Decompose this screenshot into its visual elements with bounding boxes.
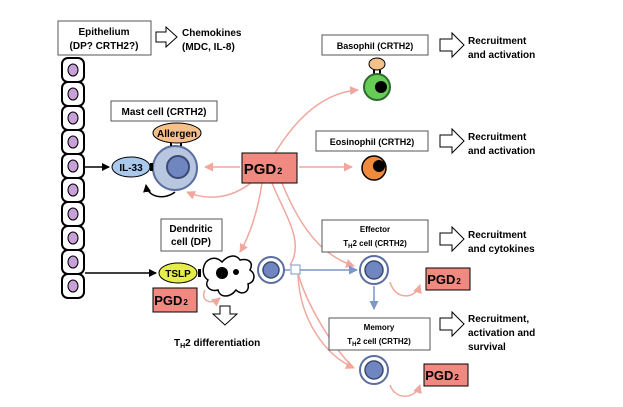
effector-outcome-arrow (439, 225, 465, 253)
memory-pgd2-label: PGD (425, 368, 453, 383)
epithelial-cell (61, 177, 85, 203)
basophil-label: Basophil (CRTH2) (337, 41, 414, 51)
memory-outcome-detail-2: survival (468, 342, 506, 353)
dendritic-pgd2-label: PGD (154, 293, 182, 308)
mast-cell-label-box: Mast cell (CRTH2) (110, 100, 218, 122)
memory-outcome-arrow (439, 310, 465, 338)
memory-th2-label-box: Memory TH2 cell (CRTH2) (328, 317, 431, 351)
th2-differentiation-arrow (211, 305, 239, 326)
effector-th2-cell (359, 255, 389, 285)
pgd2-to-effector-arrow (281, 182, 355, 268)
memory-outcome-detail: activation and (468, 328, 535, 339)
memory-th2-label: TH2 cell (CRTH2) (347, 337, 411, 348)
dendritic-autocrine-arrow (203, 289, 221, 307)
il33-activation-arrow (143, 184, 176, 198)
eosinophil-outcome-detail: and activation (468, 146, 535, 157)
epithelial-cell-column (61, 57, 85, 299)
eosinophil-outcome-arrow (439, 127, 465, 155)
pgd2-branch-arrow (271, 182, 296, 266)
dendritic-cell-receptor-label: cell (DP) (171, 237, 211, 248)
tslp: TSLP (158, 262, 201, 284)
pgd2-to-dendritic-cell-arrow (239, 182, 263, 253)
svg-text:PGD2: PGD2 (427, 272, 461, 287)
basophil-outcome-label: Recruitment (468, 36, 527, 47)
dendritic-cell (202, 255, 255, 297)
effector-th2-label-box: Effector TH2 cell (CRTH2) (321, 219, 429, 253)
pgd2-to-memory-arrow (297, 274, 355, 369)
epithelial-cell (61, 81, 85, 107)
epithelial-cell (61, 201, 85, 227)
pgd2-to-mast-cell-arrow (186, 181, 253, 200)
th2-differentiation-label: TH2 differentiation (174, 338, 260, 350)
dendritic-pgd2-box: PGD2 (152, 287, 198, 313)
memory-pgd2-box: PGD2 (423, 363, 469, 387)
pgd2-main-label: PGD (244, 161, 277, 178)
basophil (363, 57, 391, 101)
effector-outcome-detail: and cytokines (468, 244, 535, 255)
effector-th2-label: TH2 cell (CRTH2) (343, 239, 407, 250)
epithelium-receptors-label: (DP? CRTH2?) (70, 41, 139, 52)
il33: IL-33 (111, 156, 153, 178)
chemokine-output-arrow (155, 25, 178, 49)
epithelial-cell (61, 57, 85, 83)
epithelial-cell (61, 225, 85, 251)
basophil-outcome-arrow (439, 31, 465, 59)
epithelial-cell (61, 249, 85, 275)
pgd2-to-basophil-arrow (271, 86, 359, 159)
epithelium-label: Epithelium (78, 27, 129, 38)
differentiation-checkpoint (290, 264, 301, 275)
epithelial-cell (61, 129, 85, 155)
mast-cell-label: Mast cell (CRTH2) (121, 107, 206, 118)
allergen: Allergen (152, 122, 202, 144)
basophil-outcome-detail: and activation (468, 50, 535, 61)
chemokines-label: Chemokines (182, 28, 242, 39)
mast-cell (152, 140, 198, 191)
effector-pgd2-label: PGD (427, 272, 455, 287)
pgd2-main-box: PGD2 (241, 152, 298, 184)
eosinophil-outcome-label: Recruitment (468, 132, 527, 143)
eosinophil-label: Eosinophil (CRTH2) (330, 137, 415, 147)
basophil-label-box: Basophil (CRTH2) (321, 34, 429, 56)
eosinophil (361, 155, 387, 181)
tslp-label: TSLP (165, 269, 191, 280)
svg-text:PGD2: PGD2 (425, 368, 459, 383)
memory-autocrine-arrow (389, 384, 422, 397)
chemokines-detail-label: (MDC, IL-8) (182, 42, 235, 53)
svg-text:PGD2: PGD2 (244, 161, 283, 178)
eosinophil-label-box: Eosinophil (CRTH2) (315, 130, 429, 152)
memory-outcome-label: Recruitment, (468, 314, 529, 325)
effector-label: Effector (360, 225, 390, 234)
pgd2-signal-arrows (186, 86, 422, 397)
naive-t-cell (257, 256, 285, 284)
effector-autocrine-arrow (389, 281, 422, 297)
epithelial-cell (61, 153, 85, 179)
allergen-label: Allergen (157, 129, 197, 140)
memory-label: Memory (364, 323, 395, 332)
svg-text:PGD2: PGD2 (154, 293, 188, 308)
effector-outcome-label: Recruitment (468, 230, 527, 241)
epithelium-label-box: Epithelium (DP? CRTH2?) (57, 20, 152, 56)
epithelial-cell (61, 105, 85, 131)
dendritic-cell-label: Dendritic (169, 224, 213, 235)
il33-label: IL-33 (119, 163, 143, 174)
epithelial-cell (61, 273, 85, 299)
effector-pgd2-box: PGD2 (425, 267, 471, 291)
dendritic-cell-label-box: Dendritic cell (DP) (160, 218, 223, 252)
memory-th2-cell (359, 355, 389, 385)
